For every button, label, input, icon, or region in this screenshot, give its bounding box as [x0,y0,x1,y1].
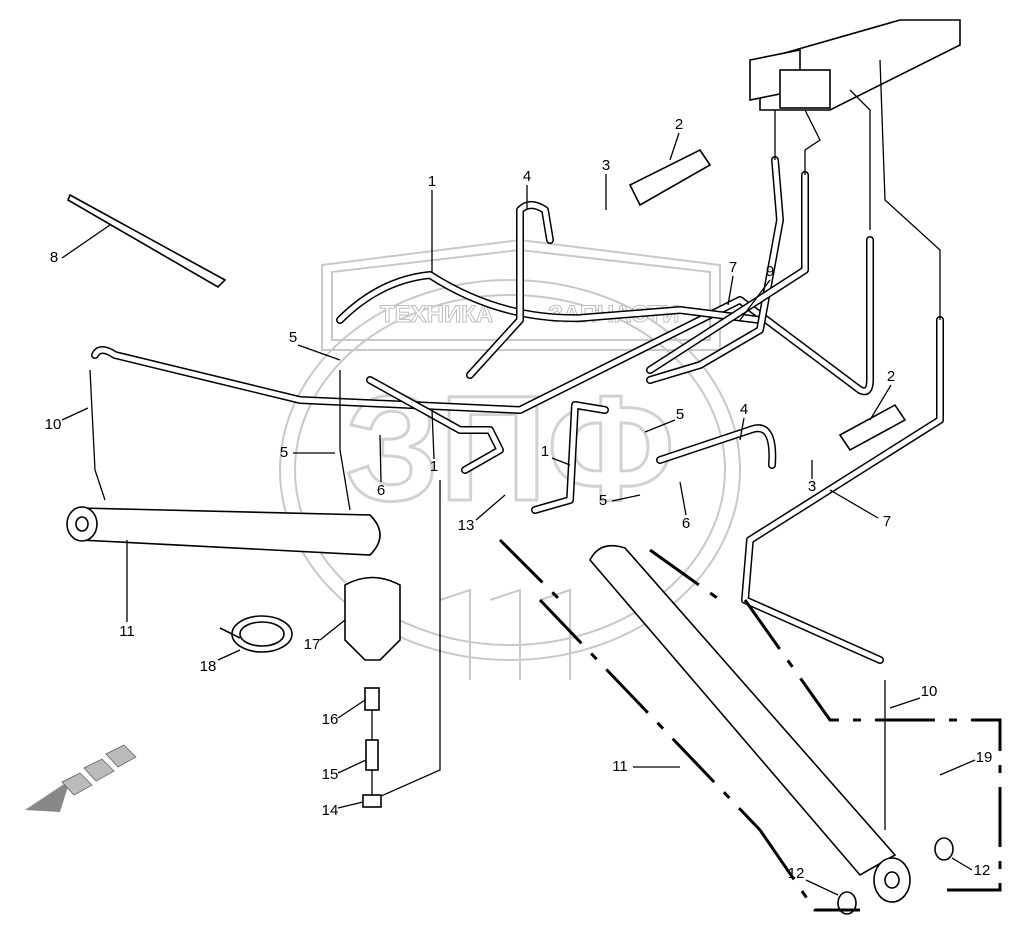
callout-label: 5 [289,329,297,346]
callout-label: 4 [523,168,531,185]
callout-label: 3 [808,478,816,495]
cable-tie-8 [67,193,227,289]
callout-label: 1 [541,443,549,460]
control-valve-block [749,19,961,111]
callout-label: 1 [428,173,436,190]
accumulator-17 [344,576,401,808]
callout-label: 11 [612,758,628,775]
callout-label: 7 [729,259,737,276]
leader-lines [61,132,976,896]
callout-label: 17 [304,636,321,653]
callout-label: 5 [676,406,684,423]
pipes [91,156,944,664]
callout-label: 4 [740,401,748,418]
watermark-logo-letters: ЗПФ [345,364,675,532]
callout-labels: 1 4 3 2 8 7 9 5 10 5 6 1 1 5 4 2 3 7 5 6… [45,116,993,882]
direction-arrow [25,744,137,812]
callout-label: 6 [682,515,690,532]
callout-label: 12 [974,862,991,879]
callout-label: 15 [322,766,339,783]
parts [25,148,1002,915]
callout-label: 10 [921,683,938,700]
callout-label: 18 [200,658,217,675]
callout-label: 9 [766,263,774,280]
callout-label: 5 [280,444,288,461]
callout-label: 3 [602,157,610,174]
callout-label: 2 [675,116,683,133]
clamp-18 [219,615,293,653]
callout-label: 10 [45,416,62,433]
watermark-left-text: ТЕХНИКА [380,301,493,328]
accumulators-2 [628,148,907,452]
callout-label: 16 [322,711,339,728]
callout-label: 11 [119,623,135,640]
cylinder-left [66,506,381,556]
callout-label: 1 [430,458,438,475]
callout-label: 5 [599,492,607,509]
callout-label: 2 [887,368,895,385]
callout-label: 19 [976,749,993,766]
callout-label: 7 [883,513,891,530]
callout-label: 12 [788,865,805,882]
callout-label: 8 [50,249,58,266]
cylinder-right [589,544,954,915]
callout-label: 6 [377,482,385,499]
callout-label: 13 [458,517,475,534]
dashed-outline [498,538,1002,912]
callout-label: 14 [322,802,339,819]
